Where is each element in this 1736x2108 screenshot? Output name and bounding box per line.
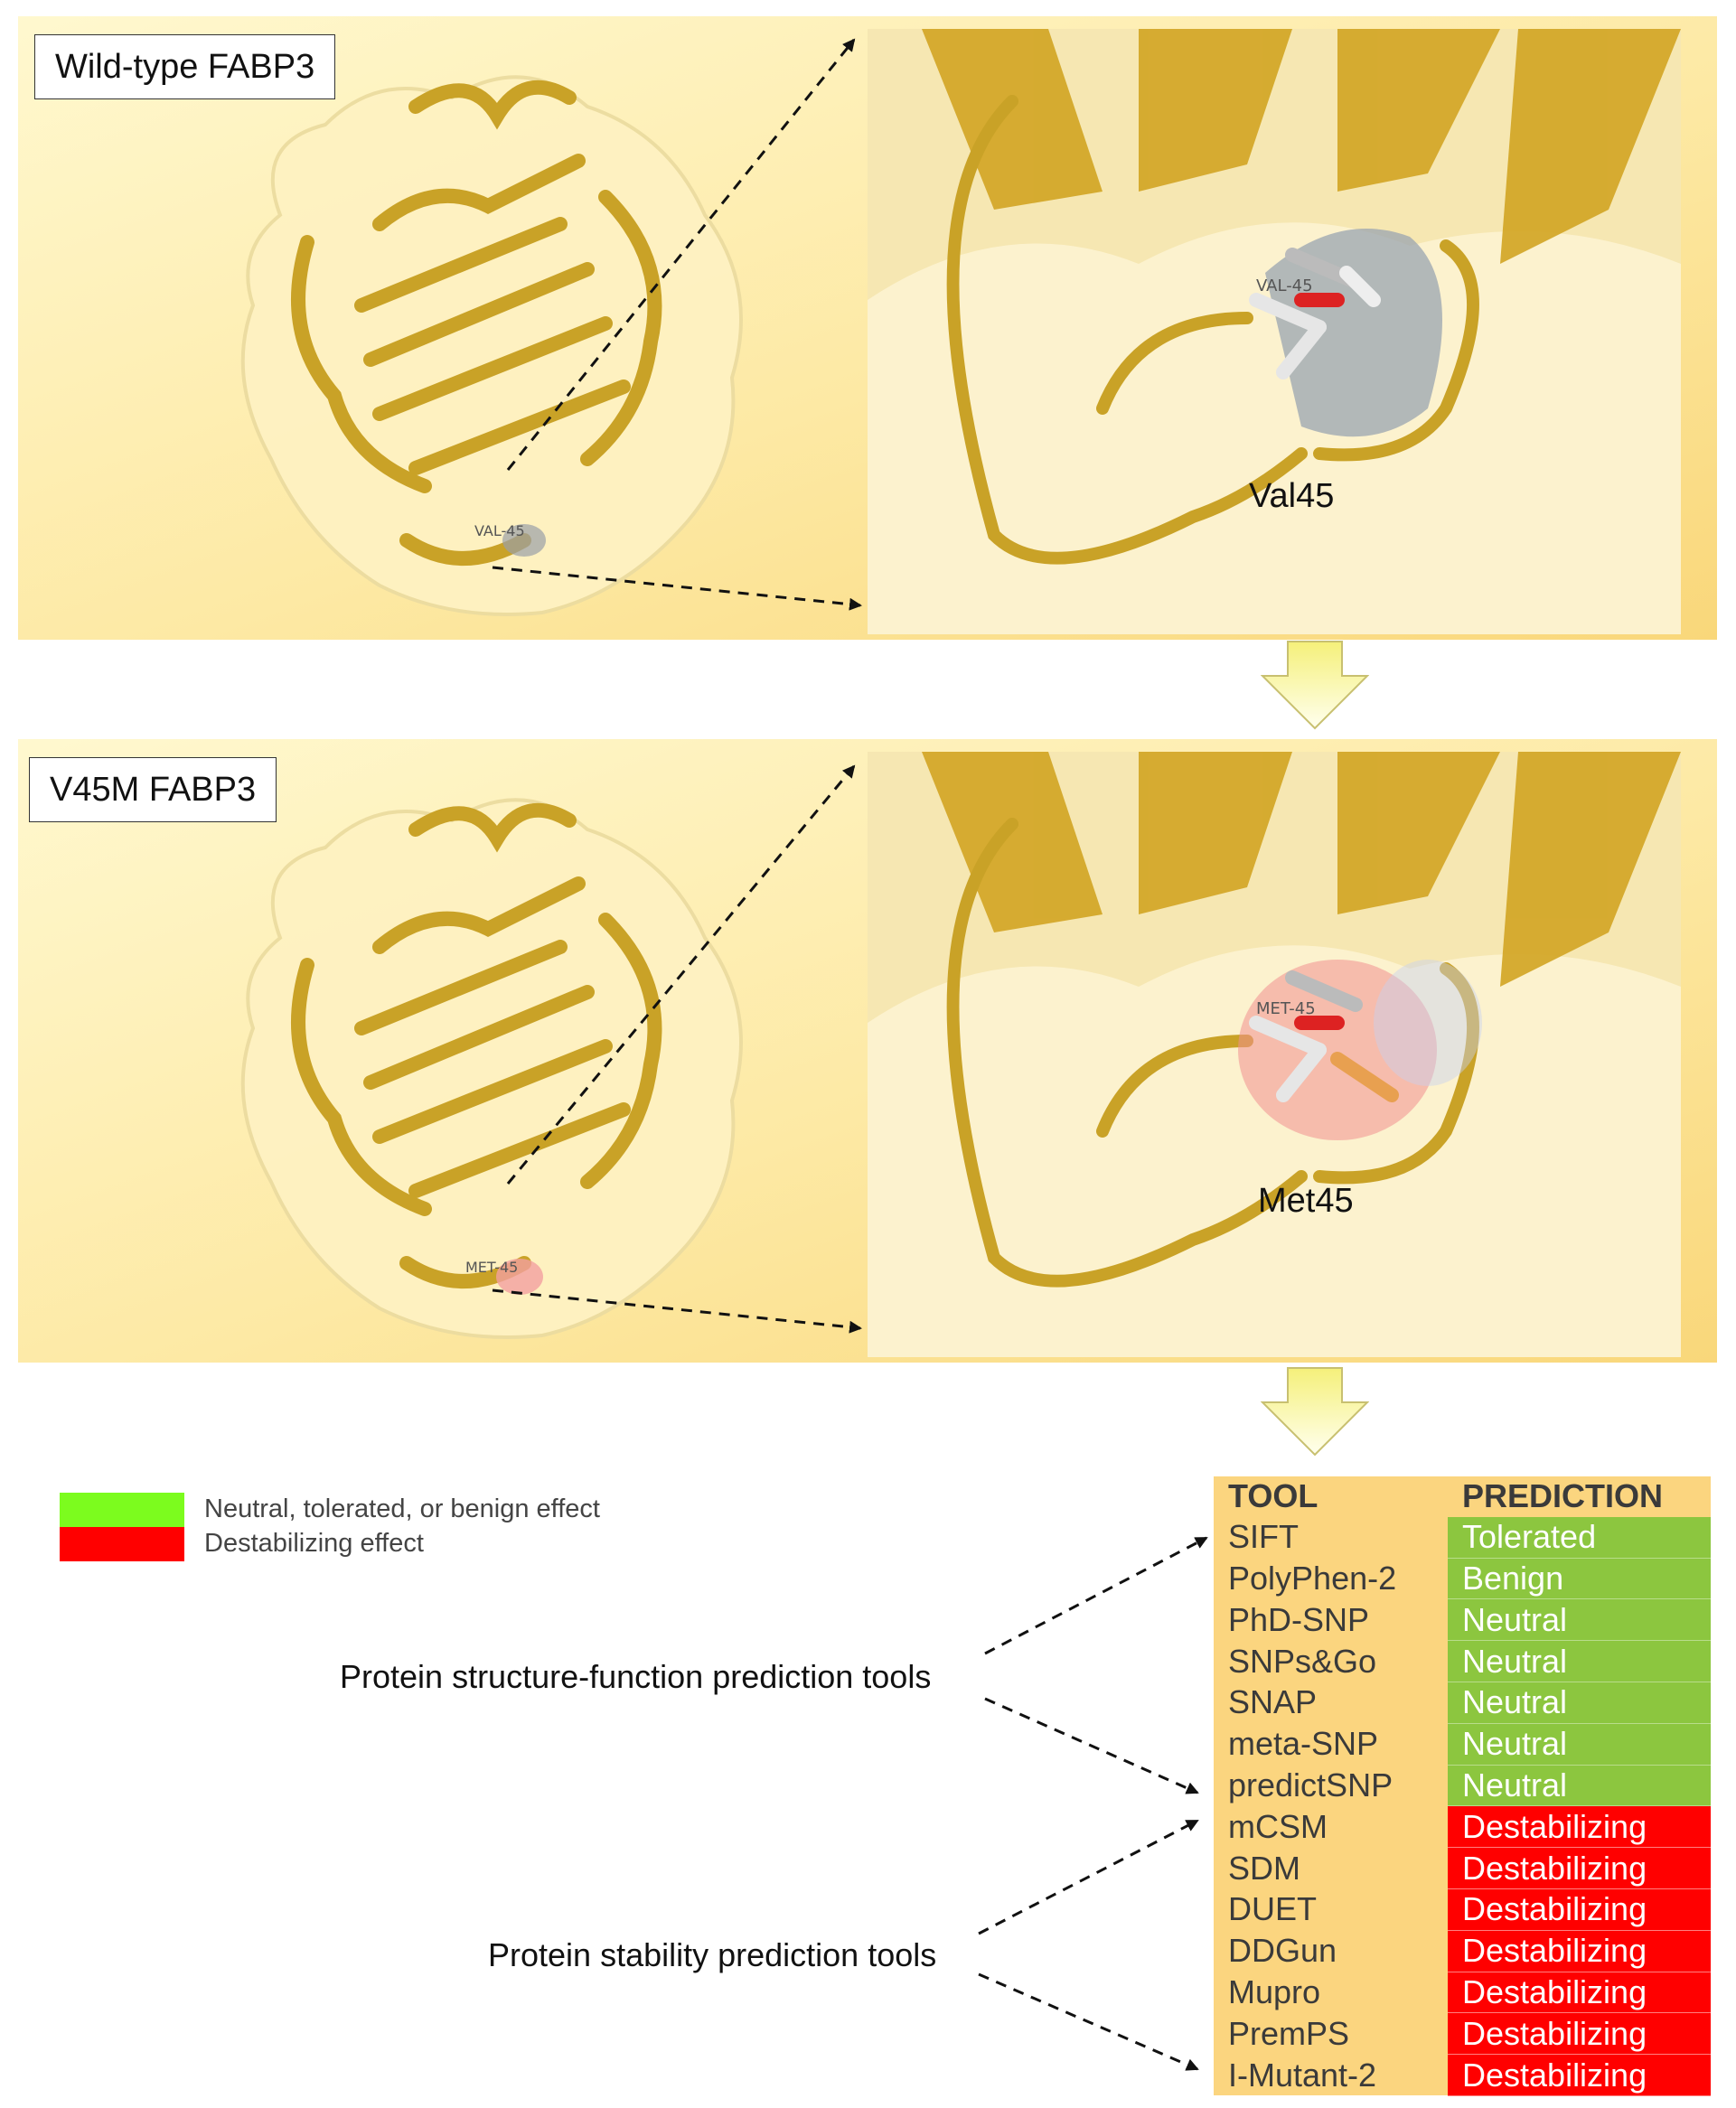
tool-name-cell: DDGun bbox=[1214, 1930, 1448, 1972]
legend-neutral-swatch bbox=[60, 1493, 184, 1527]
stability-tools-arrow-bottom bbox=[978, 1972, 1199, 2071]
tool-name-cell: PremPS bbox=[1214, 2012, 1448, 2055]
overview-residue-tag: MET-45 bbox=[465, 1259, 518, 1276]
wild-type-title: Wild-type FABP3 bbox=[34, 34, 336, 99]
mutant-zoom-view: MET-45 bbox=[868, 752, 1681, 1357]
table-header-row: TOOL PREDICTION bbox=[1214, 1476, 1711, 1517]
structure-tools-arrow-bottom bbox=[984, 1697, 1199, 1794]
mutant-title: V45M FABP3 bbox=[29, 757, 277, 822]
tool-column-header: TOOL bbox=[1214, 1476, 1448, 1517]
prediction-cell: Neutral bbox=[1448, 1598, 1711, 1642]
prediction-column-header: PREDICTION bbox=[1448, 1476, 1711, 1517]
prediction-cell: Destabilizing bbox=[1448, 1805, 1711, 1849]
down-arrow-icon bbox=[1261, 1367, 1369, 1457]
tool-name-cell: mCSM bbox=[1214, 1805, 1448, 1848]
wild-type-residue-label: Val45 bbox=[1249, 477, 1335, 515]
prediction-cell: Benign bbox=[1448, 1558, 1711, 1600]
overview-residue-tag: VAL-45 bbox=[474, 522, 525, 539]
legend-neutral-label: Neutral, tolerated, or benign effect bbox=[204, 1494, 600, 1523]
tool-name-cell: meta-SNP bbox=[1214, 1723, 1448, 1766]
tool-name-cell: PolyPhen-2 bbox=[1214, 1558, 1448, 1599]
mutant-residue-label: Met45 bbox=[1258, 1182, 1354, 1220]
prediction-cell: Destabilizing bbox=[1448, 1930, 1711, 1972]
down-arrow-icon bbox=[1261, 641, 1369, 730]
protein-overview-image: VAL-45 bbox=[240, 75, 743, 616]
stability-tools-label: Protein stability prediction tools bbox=[488, 1936, 937, 1973]
tool-name-cell: SDM bbox=[1214, 1847, 1448, 1889]
tool-name-cell: I-Mutant-2 bbox=[1214, 2054, 1448, 2096]
zoom-residue-tag: MET-45 bbox=[1256, 999, 1316, 1018]
zoomed-residue-image: VAL-45 bbox=[868, 29, 1681, 634]
structure-function-tools-label: Protein structure-function prediction to… bbox=[340, 1658, 932, 1695]
tool-name-cell: predictSNP bbox=[1214, 1765, 1448, 1806]
prediction-cell: Destabilizing bbox=[1448, 2012, 1711, 2056]
tool-name-cell: DUET bbox=[1214, 1888, 1448, 1931]
prediction-cell: Neutral bbox=[1448, 1640, 1711, 1682]
stability-tools-arrow-top bbox=[978, 1819, 1199, 1935]
structure-tools-arrow-top bbox=[984, 1536, 1208, 1655]
zoom-residue-tag: VAL-45 bbox=[1256, 276, 1313, 295]
legend-destabilizing-label: Destabilizing effect bbox=[204, 1529, 424, 1558]
mutant-overview-structure: MET-45 bbox=[199, 757, 777, 1344]
tool-name-cell: SIFT bbox=[1214, 1516, 1448, 1559]
wild-type-panel: Wild-type FABP3 VAL-45 bbox=[18, 16, 1717, 640]
prediction-cell: Neutral bbox=[1448, 1682, 1711, 1724]
wild-type-zoom-view: VAL-45 bbox=[868, 29, 1681, 634]
tool-name-cell: SNAP bbox=[1214, 1682, 1448, 1724]
prediction-cell: Neutral bbox=[1448, 1723, 1711, 1766]
prediction-cell: Destabilizing bbox=[1448, 1847, 1711, 1889]
tool-name-cell: SNPs&Go bbox=[1214, 1640, 1448, 1682]
prediction-cell: Destabilizing bbox=[1448, 1888, 1711, 1931]
prediction-cell: Tolerated bbox=[1448, 1516, 1711, 1559]
zoomed-residue-image: MET-45 bbox=[868, 752, 1681, 1357]
prediction-cell: Destabilizing bbox=[1448, 2054, 1711, 2096]
wild-type-overview-structure: VAL-45 bbox=[199, 34, 777, 622]
legend-destabilizing-swatch bbox=[60, 1527, 184, 1561]
tool-name-cell: PhD-SNP bbox=[1214, 1598, 1448, 1641]
protein-overview-image: MET-45 bbox=[240, 798, 743, 1339]
prediction-cell: Destabilizing bbox=[1448, 1972, 1711, 2014]
mutant-panel: V45M FABP3 MET-45 bbox=[18, 739, 1717, 1363]
tool-name-cell: Mupro bbox=[1214, 1972, 1448, 2013]
prediction-cell: Neutral bbox=[1448, 1765, 1711, 1807]
